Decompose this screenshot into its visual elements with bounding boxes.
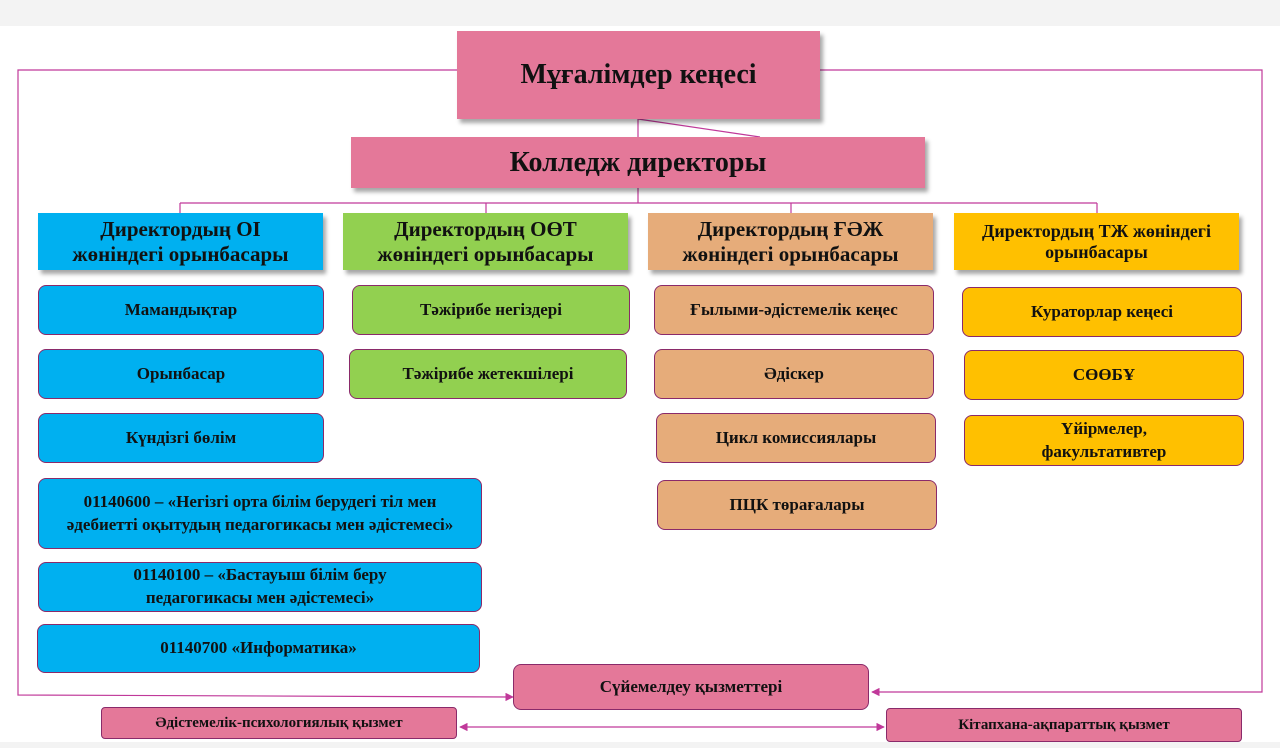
tan-item-scientific-council: Ғылыми-әдістемелік кеңес <box>654 285 934 335</box>
methodical-service-label: Әдістемелік-психологиялық қызмет <box>155 715 403 731</box>
deputy-gaj-box: Директордың ҒӘЖ жөніндегі орынбасары <box>648 213 933 270</box>
yellow-item-clubs: Үйірмелер, факультативтер <box>964 415 1244 466</box>
teachers-council-box: Мұғалімдер кеңесі <box>457 31 820 119</box>
deputy-tj-box: Директордың ТЖ жөніндегі орынбасары <box>954 213 1239 270</box>
blue-item-label: Мамандықтар <box>124 299 238 319</box>
deputy-gaj-line1: Директордың ҒӘЖ <box>697 217 884 242</box>
yellow-item-label: СӨӨБҰ <box>1072 364 1136 384</box>
deputy-oi-line2: жөніндегі орынбасары <box>72 241 289 266</box>
deputy-oot-line2: жөніндегі орынбасары <box>377 241 594 266</box>
yellow-item-soobu: СӨӨБҰ <box>964 350 1244 400</box>
deputy-gaj-line2: жөніндегі орынбасары <box>682 241 899 266</box>
blue-item-01140600: 01140600 – «Негізгі орта білім берудегі … <box>38 478 482 549</box>
blue-item-specialties: Мамандықтар <box>38 285 324 335</box>
green-item-practice-basics: Тәжірибе негіздері <box>352 285 630 335</box>
blue-item-label: 01140700 «Информатика» <box>160 638 357 658</box>
deputy-oi-box: Директордың ОІ жөніндегі орынбасары <box>38 213 323 270</box>
yellow-item-label: Кураторлар кеңесі <box>1030 301 1174 321</box>
deputy-tj-line2: орынбасары <box>1045 241 1148 262</box>
blue-item-01140700: 01140700 «Информатика» <box>37 624 480 673</box>
tan-item-label: Ғылыми-әдістемелік кеңес <box>690 299 898 319</box>
deputy-tj-line1: Директордың ТЖ жөніндегі <box>982 221 1211 242</box>
deputy-oot-box: Директордың ОӨТ жөніндегі орынбасары <box>343 213 628 270</box>
tan-item-label: Цикл комиссиялары <box>715 427 877 447</box>
college-director-box: Колледж директоры <box>351 137 925 188</box>
college-director-label: Колледж директоры <box>509 146 767 178</box>
deputy-oi-line1: Директордың ОІ <box>100 217 261 242</box>
green-item-practice-leaders: Тәжірибе жетекшілері <box>349 349 627 399</box>
blue-item-01140100: 01140100 – «Бастауыш білім беру педагоги… <box>38 562 482 612</box>
support-services-label: Сүйемелдеу қызметтері <box>599 676 783 696</box>
blue-item-deputy: Орынбасар <box>38 349 324 399</box>
bottom-bar <box>0 742 1280 748</box>
deputy-oot-line1: Директордың ОӨТ <box>394 217 577 242</box>
blue-item-label: 01140600 – «Негізгі орта білім берудегі … <box>66 491 454 534</box>
tan-item-cycle-commissions: Цикл комиссиялары <box>656 413 936 463</box>
frame-left-line <box>17 69 514 702</box>
top-bar <box>0 0 1280 26</box>
tan-item-label: Әдіскер <box>764 363 824 383</box>
blue-item-daytime: Күндізгі бөлім <box>38 413 324 463</box>
library-service-label: Кітапхана-ақпараттық қызмет <box>958 717 1170 733</box>
green-item-label: Тәжірибе жетекшілері <box>402 363 574 383</box>
frame-right-line <box>820 69 1263 697</box>
library-service-box: Кітапхана-ақпараттық қызмет <box>886 708 1242 742</box>
blue-item-label: Күндізгі бөлім <box>125 427 237 447</box>
blue-item-label: 01140100 – «Бастауыш білім беру педагоги… <box>133 565 387 607</box>
yellow-item-label: Үйірмелер, факультативтер <box>1041 419 1167 461</box>
tan-item-pck-chairs: ПЦК төрағалары <box>657 480 937 530</box>
green-item-label: Тәжірибе негіздері <box>420 299 562 319</box>
blue-item-label: Орынбасар <box>136 363 226 383</box>
teachers-council-label: Мұғалімдер кеңесі <box>520 59 757 91</box>
support-services-box: Сүйемелдеу қызметтері <box>513 664 869 710</box>
yellow-item-curators-council: Кураторлар кеңесі <box>962 287 1242 337</box>
tan-item-methodist: Әдіскер <box>654 349 934 399</box>
tan-item-label: ПЦК төрағалары <box>729 494 865 514</box>
methodical-service-box: Әдістемелік-психологиялық қызмет <box>101 707 457 739</box>
